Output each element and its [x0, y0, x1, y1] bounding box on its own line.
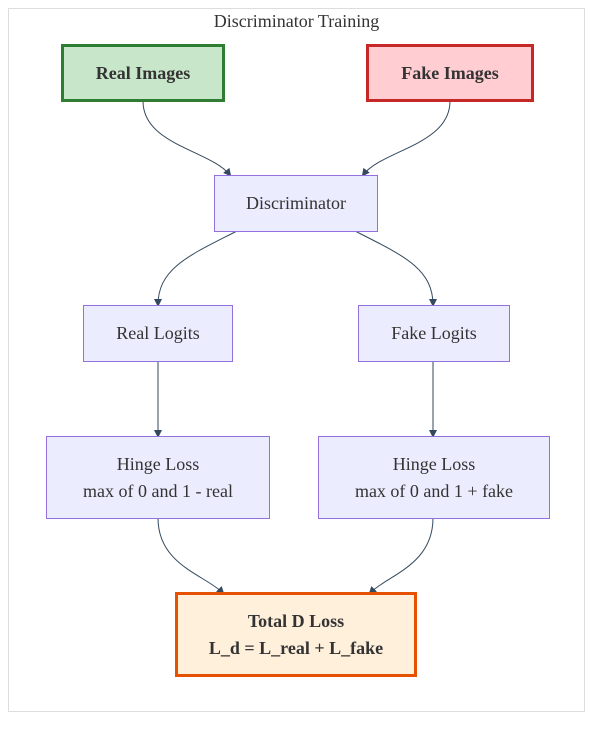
node-total-d-loss: Total D Loss L_d = L_real + L_fake	[175, 592, 417, 677]
node-discriminator-label: Discriminator	[246, 193, 346, 213]
edge-discriminator-to-real-logits	[154, 230, 238, 307]
node-real-images: Real Images	[61, 44, 225, 102]
cluster-title: Discriminator Training	[213, 11, 380, 31]
node-discriminator: Discriminator	[214, 175, 378, 232]
node-hinge-loss-real: Hinge Loss max of 0 and 1 - real	[46, 436, 270, 519]
node-total-d-loss-title: Total D Loss	[247, 610, 345, 631]
node-real-logits-label: Real Logits	[116, 323, 200, 343]
node-hinge-loss-real-formula: max of 0 and 1 - real	[83, 480, 233, 501]
edge-hinge-fake-to-total	[368, 517, 434, 595]
node-hinge-loss-fake: Hinge Loss max of 0 and 1 + fake	[318, 436, 550, 519]
edge-discriminator-to-fake-logits	[354, 230, 437, 307]
node-fake-images: Fake Images	[366, 44, 534, 102]
node-fake-logits-label: Fake Logits	[391, 323, 477, 343]
node-hinge-loss-fake-title: Hinge Loss	[392, 453, 476, 474]
edge-real-images-to-discriminator	[142, 100, 232, 177]
edge-fake-images-to-discriminator	[361, 100, 451, 177]
node-hinge-loss-real-title: Hinge Loss	[116, 453, 200, 474]
node-real-logits: Real Logits	[83, 305, 233, 362]
node-fake-images-label: Fake Images	[401, 62, 499, 83]
node-real-images-label: Real Images	[95, 62, 191, 83]
node-fake-logits: Fake Logits	[358, 305, 510, 362]
node-total-d-loss-formula: L_d = L_real + L_fake	[208, 637, 384, 658]
node-hinge-loss-fake-formula: max of 0 and 1 + fake	[354, 480, 514, 501]
edge-hinge-real-to-total	[157, 517, 225, 595]
